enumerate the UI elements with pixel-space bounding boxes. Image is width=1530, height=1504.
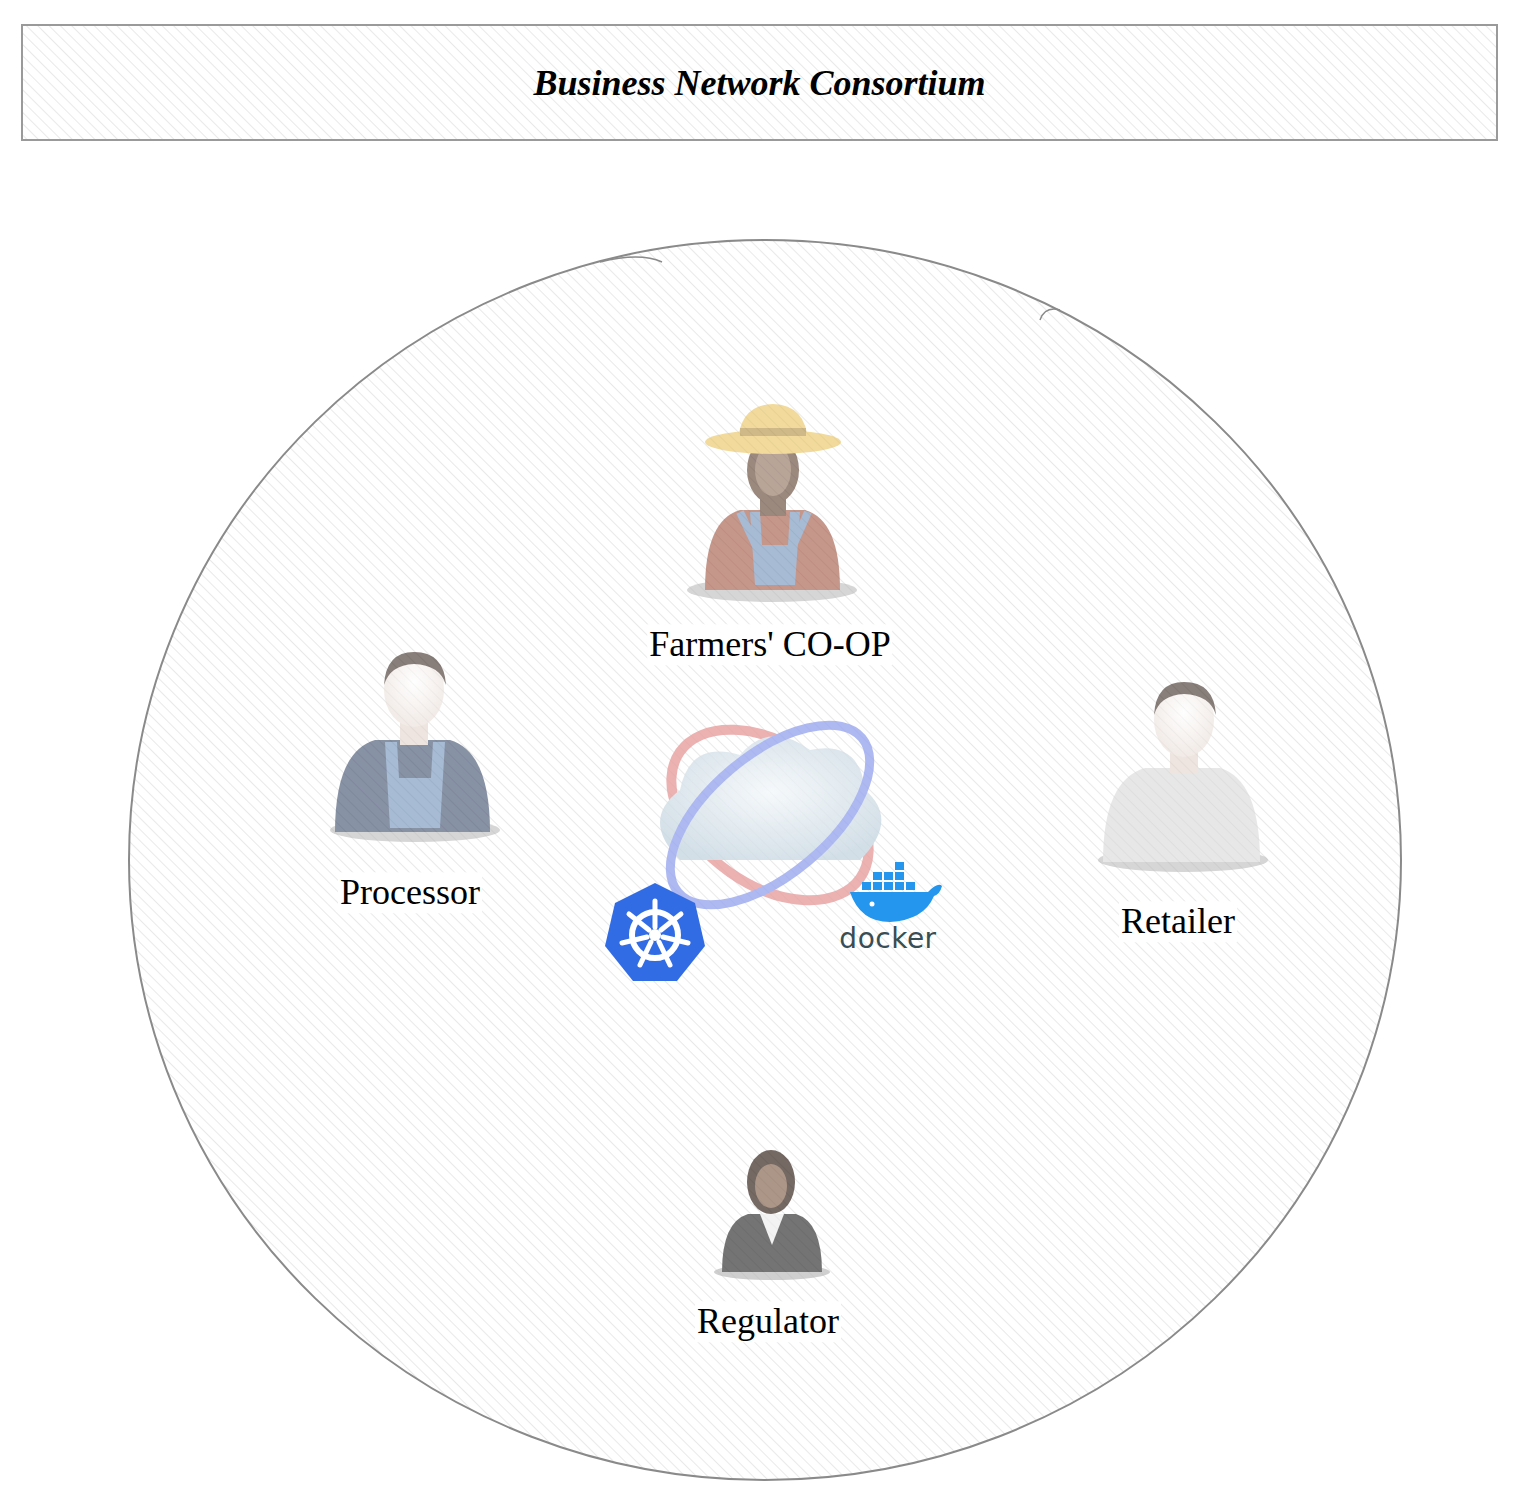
logo-text: docker	[839, 922, 936, 955]
docker-whale	[850, 862, 942, 922]
processor-figure	[330, 652, 500, 842]
title-band	[22, 25, 1497, 140]
diagram-title: Business Network Consortium	[533, 62, 985, 104]
title-band-box: Business Network Consortium	[22, 25, 1497, 140]
kubernetes-logo	[605, 883, 705, 981]
farmer-figure	[687, 404, 857, 602]
sketch-stroke	[600, 257, 1060, 320]
participant-label: Regulator	[695, 1301, 841, 1342]
regulator-figure	[714, 1150, 830, 1280]
participant-label: Retailer	[1119, 901, 1237, 942]
participant-label: Processor	[338, 872, 482, 913]
consortium-circle	[129, 240, 1401, 1480]
retailer-figure	[1098, 682, 1268, 872]
participant-label: Farmers' CO-OP	[647, 624, 892, 665]
